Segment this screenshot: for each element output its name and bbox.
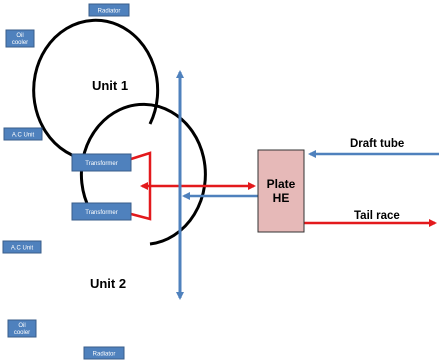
unit1-ac-unit-label: A.C Unit [12, 133, 35, 139]
draft-tube-label: Draft tube [350, 138, 404, 150]
unit1-oil-cooler-label-line2: cooler [12, 40, 28, 46]
unit1-transformer-label: Transformer [85, 161, 117, 167]
unit2-ac-unit-label: A.C Unit [11, 246, 34, 252]
unit2-label: Unit 2 [90, 276, 126, 291]
unit2-oil-cooler-label-line2: cooler [14, 330, 30, 336]
unit1-oil-cooler-label-line1: Oil [16, 33, 23, 39]
tail-race-label: Tail race [354, 210, 400, 222]
unit1-loop [32, 18, 160, 162]
unit1-oil-cooler-box: Oil cooler [5, 29, 35, 48]
unit2-radiator-label: Radiator [93, 352, 116, 358]
unit1-label: Unit 1 [92, 78, 128, 93]
unit2-transformer-box: Transformer [71, 202, 132, 221]
unit2-ac-unit-box: A.C Unit [2, 240, 42, 254]
plate-he-label-line2: HE [273, 191, 290, 205]
plate-he-label-line1: Plate [267, 177, 296, 191]
unit2-radiator-box: Radiator [83, 346, 125, 360]
unit2-oil-cooler-label-line1: Oil [18, 323, 25, 329]
unit2-loop [79, 102, 207, 246]
unit2-transformer-label: Transformer [85, 210, 117, 216]
unit1-ac-unit-box: A.C Unit [3, 127, 43, 141]
unit1-radiator-label: Radiator [98, 9, 121, 15]
unit2-oil-cooler-box: Oil cooler [7, 319, 37, 338]
unit1-transformer-box: Transformer [71, 153, 132, 172]
plate-he-box [257, 149, 305, 233]
unit1-radiator-box: Radiator [88, 3, 130, 17]
